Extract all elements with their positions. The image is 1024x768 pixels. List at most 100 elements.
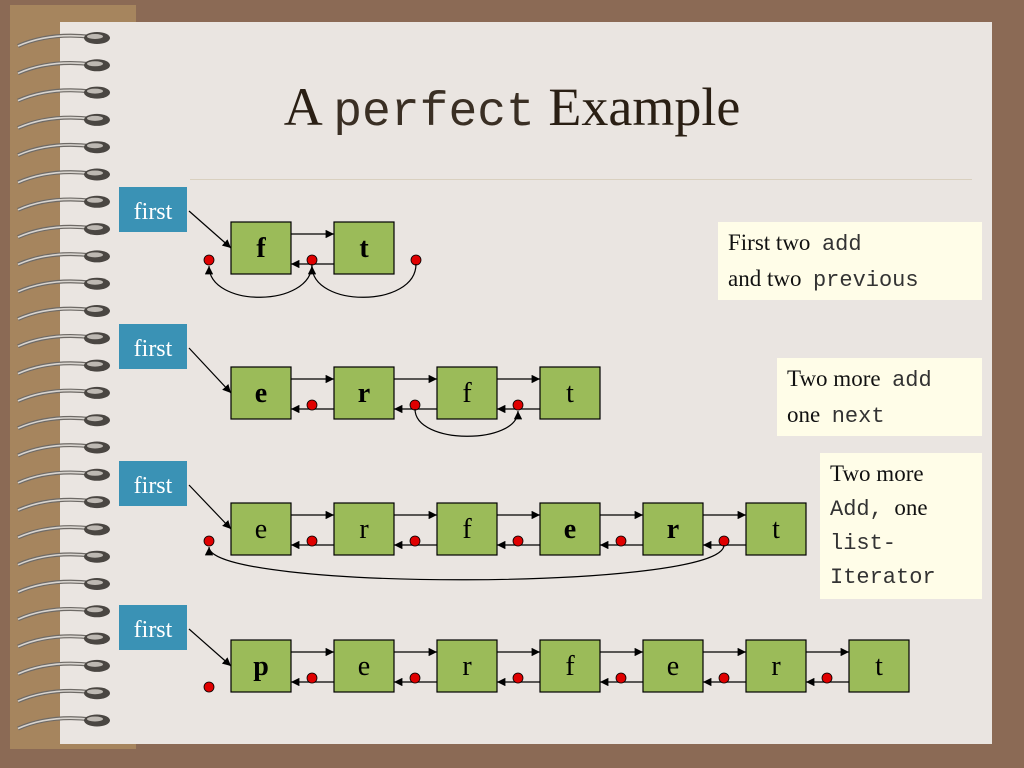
note2-line1-code: add — [892, 368, 932, 393]
spiral-binding — [17, 32, 110, 731]
node-char: r — [667, 514, 679, 545]
note2-line2-text: one — [787, 402, 821, 427]
list-node — [230, 639, 292, 693]
note3-line1: Two more — [830, 461, 924, 486]
node-char: t — [875, 651, 883, 682]
cursor-dot — [306, 254, 318, 266]
node-char: f — [565, 651, 575, 682]
iterator-move — [204, 263, 313, 298]
note-first-two: First two add and two previous — [718, 222, 982, 300]
first-box — [119, 324, 187, 369]
list-node — [642, 639, 704, 693]
list-node — [539, 366, 601, 420]
list-node — [333, 502, 395, 556]
page-title: A perfect Example — [0, 72, 1024, 148]
binder-ring — [17, 523, 110, 540]
cursor-dot — [306, 399, 318, 411]
cursor-dot — [512, 399, 524, 411]
list-node — [230, 221, 292, 275]
node-char: f — [256, 233, 266, 264]
note1-line1-code: add — [821, 232, 862, 257]
list-node — [230, 366, 292, 420]
binder-ring — [17, 659, 110, 676]
note3-line2-text: one — [894, 495, 928, 520]
cursor-dot — [512, 672, 524, 684]
note3-line2-code: Add, — [830, 497, 883, 522]
title-part2: perfect — [333, 86, 535, 140]
cursor-dot — [203, 681, 215, 693]
list-node — [333, 639, 395, 693]
list-node — [642, 502, 704, 556]
binder-ring — [17, 305, 110, 321]
binder-ring — [17, 441, 110, 458]
binder-ring — [17, 359, 110, 376]
binder-ring — [17, 113, 110, 130]
binder-ring — [17, 414, 110, 431]
node-char: t — [566, 378, 574, 409]
cursor-dot — [203, 535, 215, 547]
cursor-dot — [615, 672, 627, 684]
node-char: r — [771, 651, 781, 682]
binder-ring — [17, 468, 110, 485]
binder-ring — [17, 632, 110, 649]
list-node — [333, 366, 395, 420]
iterator-move — [307, 263, 417, 298]
list-node — [848, 639, 910, 693]
binder-ring — [17, 223, 110, 239]
binder-ring — [17, 59, 110, 76]
cursor-dot — [306, 535, 318, 547]
cursor-dot — [718, 672, 730, 684]
note2-line2-code: next — [831, 404, 885, 429]
note1-line2-code: previous — [812, 268, 919, 293]
list-node — [745, 502, 807, 556]
cursor-dot — [306, 672, 318, 684]
list-node — [539, 639, 601, 693]
list-row: first f t — [119, 187, 422, 298]
first-label: first — [134, 336, 173, 362]
note1-line1-text: First two — [728, 230, 811, 255]
iterator-move — [204, 544, 725, 581]
cursor-dot — [409, 399, 421, 411]
title-divider — [190, 179, 972, 180]
node-char: t — [359, 233, 369, 264]
iterator-move — [414, 408, 523, 437]
list-node — [539, 502, 601, 556]
cursor-dot — [409, 672, 421, 684]
first-label: first — [134, 473, 173, 499]
note-list-iterator: Two more Add, one list- Iterator — [820, 453, 982, 599]
list-node — [436, 639, 498, 693]
node-char: e — [255, 514, 267, 545]
binder-ring — [17, 550, 110, 567]
first-label: first — [134, 617, 173, 643]
binder-ring — [17, 195, 110, 212]
binder-ring — [17, 496, 110, 512]
first-pointer — [188, 210, 232, 249]
list-node — [230, 502, 292, 556]
first-pointer — [188, 484, 232, 530]
binder-ring — [17, 332, 110, 349]
node-char: r — [462, 651, 472, 682]
note-two-more: Two more add one next — [777, 358, 982, 436]
note3-line4: Iterator — [830, 565, 936, 590]
binder-ring — [17, 605, 110, 622]
cursor-dot — [821, 672, 833, 684]
node-char: r — [359, 514, 369, 545]
node-char: r — [358, 378, 370, 409]
first-box — [119, 461, 187, 506]
title-part1: A — [283, 77, 320, 137]
note1-line2-text: and two — [728, 266, 802, 291]
node-char: f — [462, 514, 472, 545]
first-pointer — [188, 628, 232, 667]
list-node — [436, 366, 498, 420]
node-char: t — [772, 514, 780, 545]
node-char: e — [667, 651, 679, 682]
first-label: first — [134, 199, 173, 225]
cursor-dot — [615, 535, 627, 547]
note2-line1-text: Two more — [787, 366, 881, 391]
binder-ring — [17, 386, 110, 403]
